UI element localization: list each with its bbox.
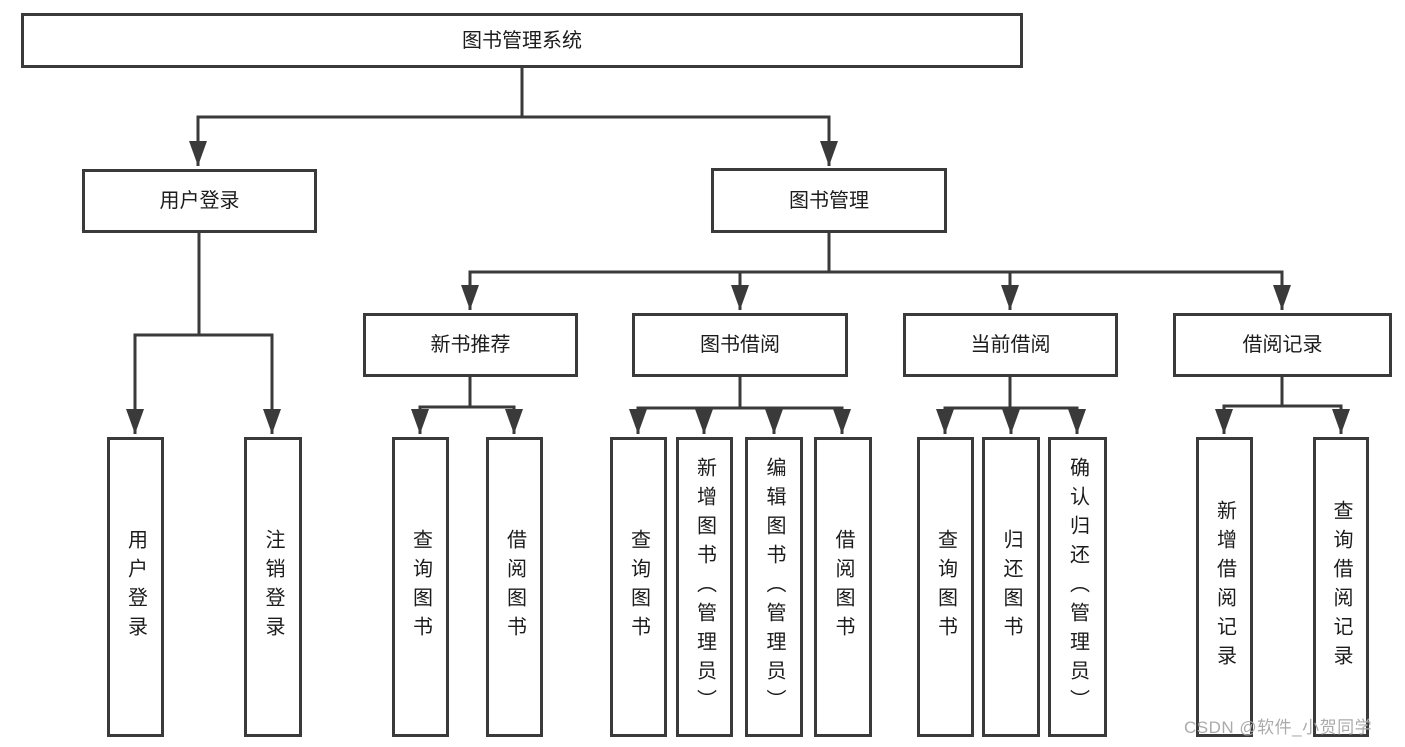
leaf-user-login: 用户登录 [107,437,164,737]
node-current-borrow: 当前借阅 [903,313,1118,377]
connector-current-borrow-children [936,375,1086,434]
connector-user-login-children [126,231,281,434]
node-new-book-recommend: 新书推荐 [363,313,578,377]
node-root: 图书管理系统 [21,13,1023,68]
node-book-management: 图书管理 [711,168,947,233]
connector-borrow-records-children [1215,375,1350,434]
leaf-edit-book-admin: 编辑图书（管理员） [745,437,803,737]
node-book-borrow: 图书借阅 [632,313,848,377]
leaf-query-books-recommend: 查询图书 [392,437,449,737]
node-user-login: 用户登录 [82,169,317,233]
connector-root-to-level2 [189,66,838,166]
leaf-query-books-borrow: 查询图书 [610,437,667,737]
connector-book-borrow-children [629,375,851,434]
leaf-logout: 注销登录 [244,437,302,737]
watermark: CSDN @软件_小贺同学 [1184,718,1373,737]
leaf-borrow-books: 借阅图书 [814,437,872,737]
leaf-borrow-books-recommend: 借阅图书 [486,437,543,737]
node-borrow-records: 借阅记录 [1173,313,1392,377]
leaf-add-book-admin: 新增图书（管理员） [676,437,733,737]
connector-book-management-children [461,231,1291,310]
leaf-add-borrow-record: 新增借阅记录 [1196,437,1253,737]
leaf-return-book: 归还图书 [982,437,1040,737]
connector-new-book-children [411,375,523,434]
leaf-confirm-return-admin: 确认归还（管理员） [1048,437,1107,737]
leaf-query-books-current: 查询图书 [917,437,974,737]
leaf-query-borrow-record: 查询借阅记录 [1313,437,1369,737]
